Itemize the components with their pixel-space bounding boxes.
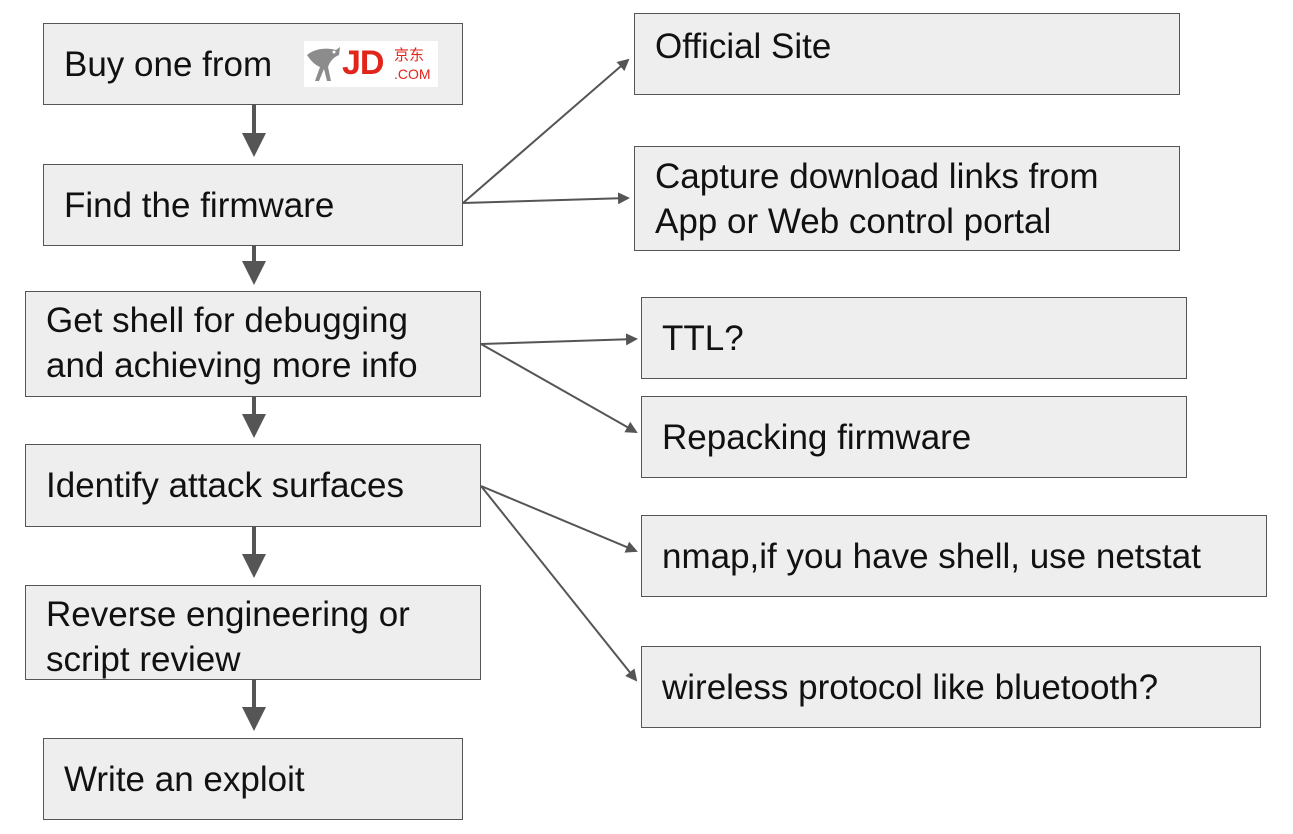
branch-capture-links: Capture download links from App or Web c…: [634, 146, 1180, 251]
step-find-firmware-label: Find the firmware: [64, 185, 335, 225]
jd-logo-chinese: 京东: [394, 46, 425, 64]
step-exploit: Write an exploit: [43, 738, 463, 820]
jd-dog-mascot-icon: [307, 47, 340, 81]
branch-repacking: Repacking firmware: [641, 396, 1187, 478]
branch-wireless: wireless protocol like bluetooth?: [641, 646, 1261, 728]
step-reverse-label: Reverse engineering or script review: [46, 595, 410, 679]
step-buy-label: Buy one from: [64, 44, 273, 84]
branch-repacking-label: Repacking firmware: [662, 417, 972, 457]
jd-logo: JD 京东 .COM: [304, 41, 438, 87]
step-exploit-label: Write an exploit: [64, 759, 305, 799]
branch-wireless-label: wireless protocol like bluetooth?: [662, 667, 1159, 707]
arrow-find-to-capture: [462, 192, 630, 205]
step-identify: Identify attack surfaces: [25, 444, 481, 527]
jd-logo-domain: .COM: [394, 66, 431, 82]
branch-official-site: Official Site: [634, 13, 1180, 95]
step-get-shell-label: Get shell for debugging and achieving mo…: [46, 301, 418, 385]
branch-ttl-label: TTL?: [662, 318, 744, 358]
arrow-shell-to-ttl: [480, 333, 638, 346]
branch-ttl: TTL?: [641, 297, 1187, 379]
branch-nmap-label: nmap,if you have shell, use netstat: [662, 536, 1201, 576]
step-identify-label: Identify attack surfaces: [46, 466, 404, 505]
step-reverse: Reverse engineering or script review: [25, 585, 481, 680]
arrow-shell-to-repacking: [480, 343, 638, 433]
branch-nmap: nmap,if you have shell, use netstat: [641, 515, 1267, 597]
jd-logo-brand: JD: [342, 44, 384, 82]
arrow-identify-to-wireless: [480, 485, 638, 682]
step-get-shell: Get shell for debugging and achieving mo…: [25, 291, 481, 397]
branch-capture-links-label: Capture download links from App or Web c…: [655, 157, 1099, 241]
branch-official-site-label: Official Site: [655, 27, 832, 66]
arrow-identify-to-nmap: [480, 485, 638, 553]
arrow-find-to-official: [462, 58, 630, 204]
step-find-firmware: Find the firmware: [43, 164, 463, 246]
